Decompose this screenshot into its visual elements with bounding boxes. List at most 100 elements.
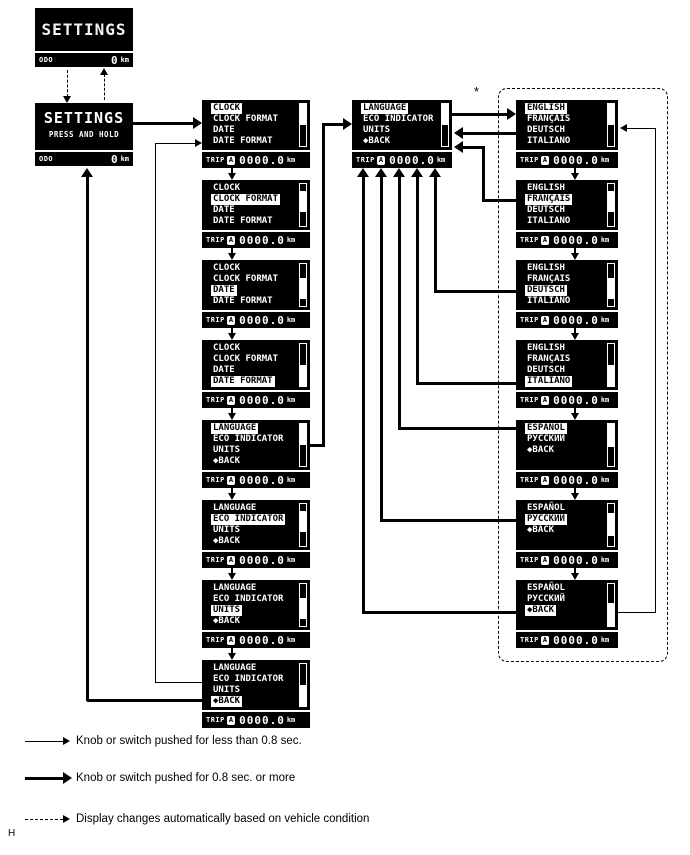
trip-value: 0000.0 <box>553 313 599 327</box>
lcd-body: ENGLISH FRANÇAIS DEUTSCH ITALIANO <box>516 180 618 230</box>
menu-item: ENGLISH <box>516 263 618 274</box>
conn-hub-to-english <box>452 113 507 116</box>
conn-scroll <box>231 648 233 654</box>
trip-value: 0000.0 <box>553 233 599 247</box>
trip-label: TRIP <box>206 236 225 244</box>
menu-item: ENGLISH <box>516 103 618 114</box>
scrollbar <box>299 583 307 627</box>
conn-scroll <box>231 568 233 574</box>
menu-item: ECO INDICATOR <box>202 434 310 445</box>
trip-label: TRIP <box>520 396 539 404</box>
menu-item-label: DATE <box>211 285 237 296</box>
arrowhead-right-icon <box>63 737 70 745</box>
trip-badge: A <box>540 235 550 245</box>
menu-item: DATE <box>202 205 310 216</box>
trip-value: 0000.0 <box>389 153 435 167</box>
menu-item: ECO INDICATOR <box>202 514 310 525</box>
menu-item-label: CLOCK <box>213 183 241 193</box>
conn-lang-wrap <box>627 128 655 129</box>
conn-scroll <box>574 168 576 174</box>
trip-value: 0000.0 <box>239 713 285 727</box>
trip-badge: A <box>540 555 550 565</box>
trip-label: TRIP <box>206 156 225 164</box>
menu-item-label: ESPAÑOL <box>527 583 565 593</box>
trip-value: 0000.0 <box>553 393 599 407</box>
conn-scroll <box>231 168 233 174</box>
trip-unit: km <box>286 636 296 644</box>
trip-unit: km <box>286 556 296 564</box>
menu-item: ◆BACK <box>202 616 310 627</box>
arrowhead-right-icon <box>63 815 70 823</box>
trip-badge: A <box>226 235 236 245</box>
lcd-body: ENGLISH FRANÇAIS DEUTSCH ITALIANO <box>516 100 618 150</box>
menu-list: LANGUAGE ECO INDICATOR UNITS ◆BACK <box>352 100 452 147</box>
conn-back-to-settings <box>87 699 202 702</box>
arrowhead-down-icon <box>228 173 236 180</box>
conn-scroll <box>574 568 576 574</box>
menu-item-label: РУССКИЙ <box>525 514 567 525</box>
menu-item-label: ITALIANO <box>527 216 571 226</box>
menu-item: DATE FORMAT <box>202 296 310 307</box>
trip-unit: km <box>600 556 610 564</box>
menu-item-label: ECO INDICATOR <box>363 114 434 124</box>
menu-item-label: DEUTSCH <box>525 285 567 296</box>
arrowhead-down-icon <box>228 653 236 660</box>
footnote-marker: * <box>474 84 480 99</box>
menu-item: ITALIANO <box>516 216 618 227</box>
menu-item: DATE FORMAT <box>202 216 310 227</box>
conn-scroll <box>231 248 233 254</box>
conn-lang-wrap <box>618 612 655 613</box>
trip-badge: A <box>226 315 236 325</box>
trip-value: 0000.0 <box>239 153 285 167</box>
arrowhead-down-icon <box>571 573 579 580</box>
menu-item-label: ◆BACK <box>525 605 557 616</box>
menu-item-label: ◆BACK <box>213 616 241 626</box>
conn-english-return <box>463 132 516 135</box>
arrowhead-down-icon <box>228 253 236 260</box>
lcd-body: CLOCK CLOCK FORMAT DATE DATE FORMAT <box>202 180 310 230</box>
menu-item: ITALIANO <box>516 296 618 307</box>
conn-langback-return <box>362 177 365 614</box>
trip-badge: A <box>540 635 550 645</box>
trip-badge: A <box>226 155 236 165</box>
menu-list: ENGLISH FRANÇAIS DEUTSCH ITALIANO <box>516 100 618 147</box>
menu-item: FRANÇAIS <box>516 354 618 365</box>
conn-francais-return <box>483 199 516 202</box>
conn-scroll <box>231 328 233 334</box>
menu-list: ENGLISH FRANÇAIS DEUTSCH ITALIANO <box>516 260 618 307</box>
menu-item-label: ITALIANO <box>525 376 573 387</box>
trip-value: 0000.0 <box>553 633 599 647</box>
arrowhead-left-icon <box>454 127 463 139</box>
arrowhead-left-icon <box>454 141 463 153</box>
screen-menu-date: CLOCK CLOCK FORMAT DATE DATE FORMAT TRIP… <box>202 260 310 328</box>
trip-value: 0000.0 <box>239 233 285 247</box>
arrowhead-down-icon <box>228 493 236 500</box>
trip-unit: km <box>286 476 296 484</box>
menu-item-label: ITALIANO <box>527 136 571 146</box>
conn-menu-wrap <box>155 143 195 144</box>
trip-label: TRIP <box>206 396 225 404</box>
lcd-body: CLOCK CLOCK FORMAT DATE DATE FORMAT <box>202 340 310 390</box>
scrollbar <box>299 263 307 307</box>
menu-list: ENGLISH FRANÇAIS DEUTSCH ITALIANO <box>516 180 618 227</box>
trip-label: TRIP <box>206 636 225 644</box>
menu-item-label: CLOCK <box>213 263 241 273</box>
menu-item-label: DATE <box>213 205 235 215</box>
odo-label: ODO <box>39 56 54 64</box>
menu-item-label: ◆BACK <box>527 445 555 455</box>
conn-scroll <box>231 408 233 414</box>
scrollbar <box>607 103 615 147</box>
menu-item-label: CLOCK <box>211 103 243 114</box>
menu-item: DEUTSCH <box>516 365 618 376</box>
arrowhead-right-icon <box>343 118 352 130</box>
